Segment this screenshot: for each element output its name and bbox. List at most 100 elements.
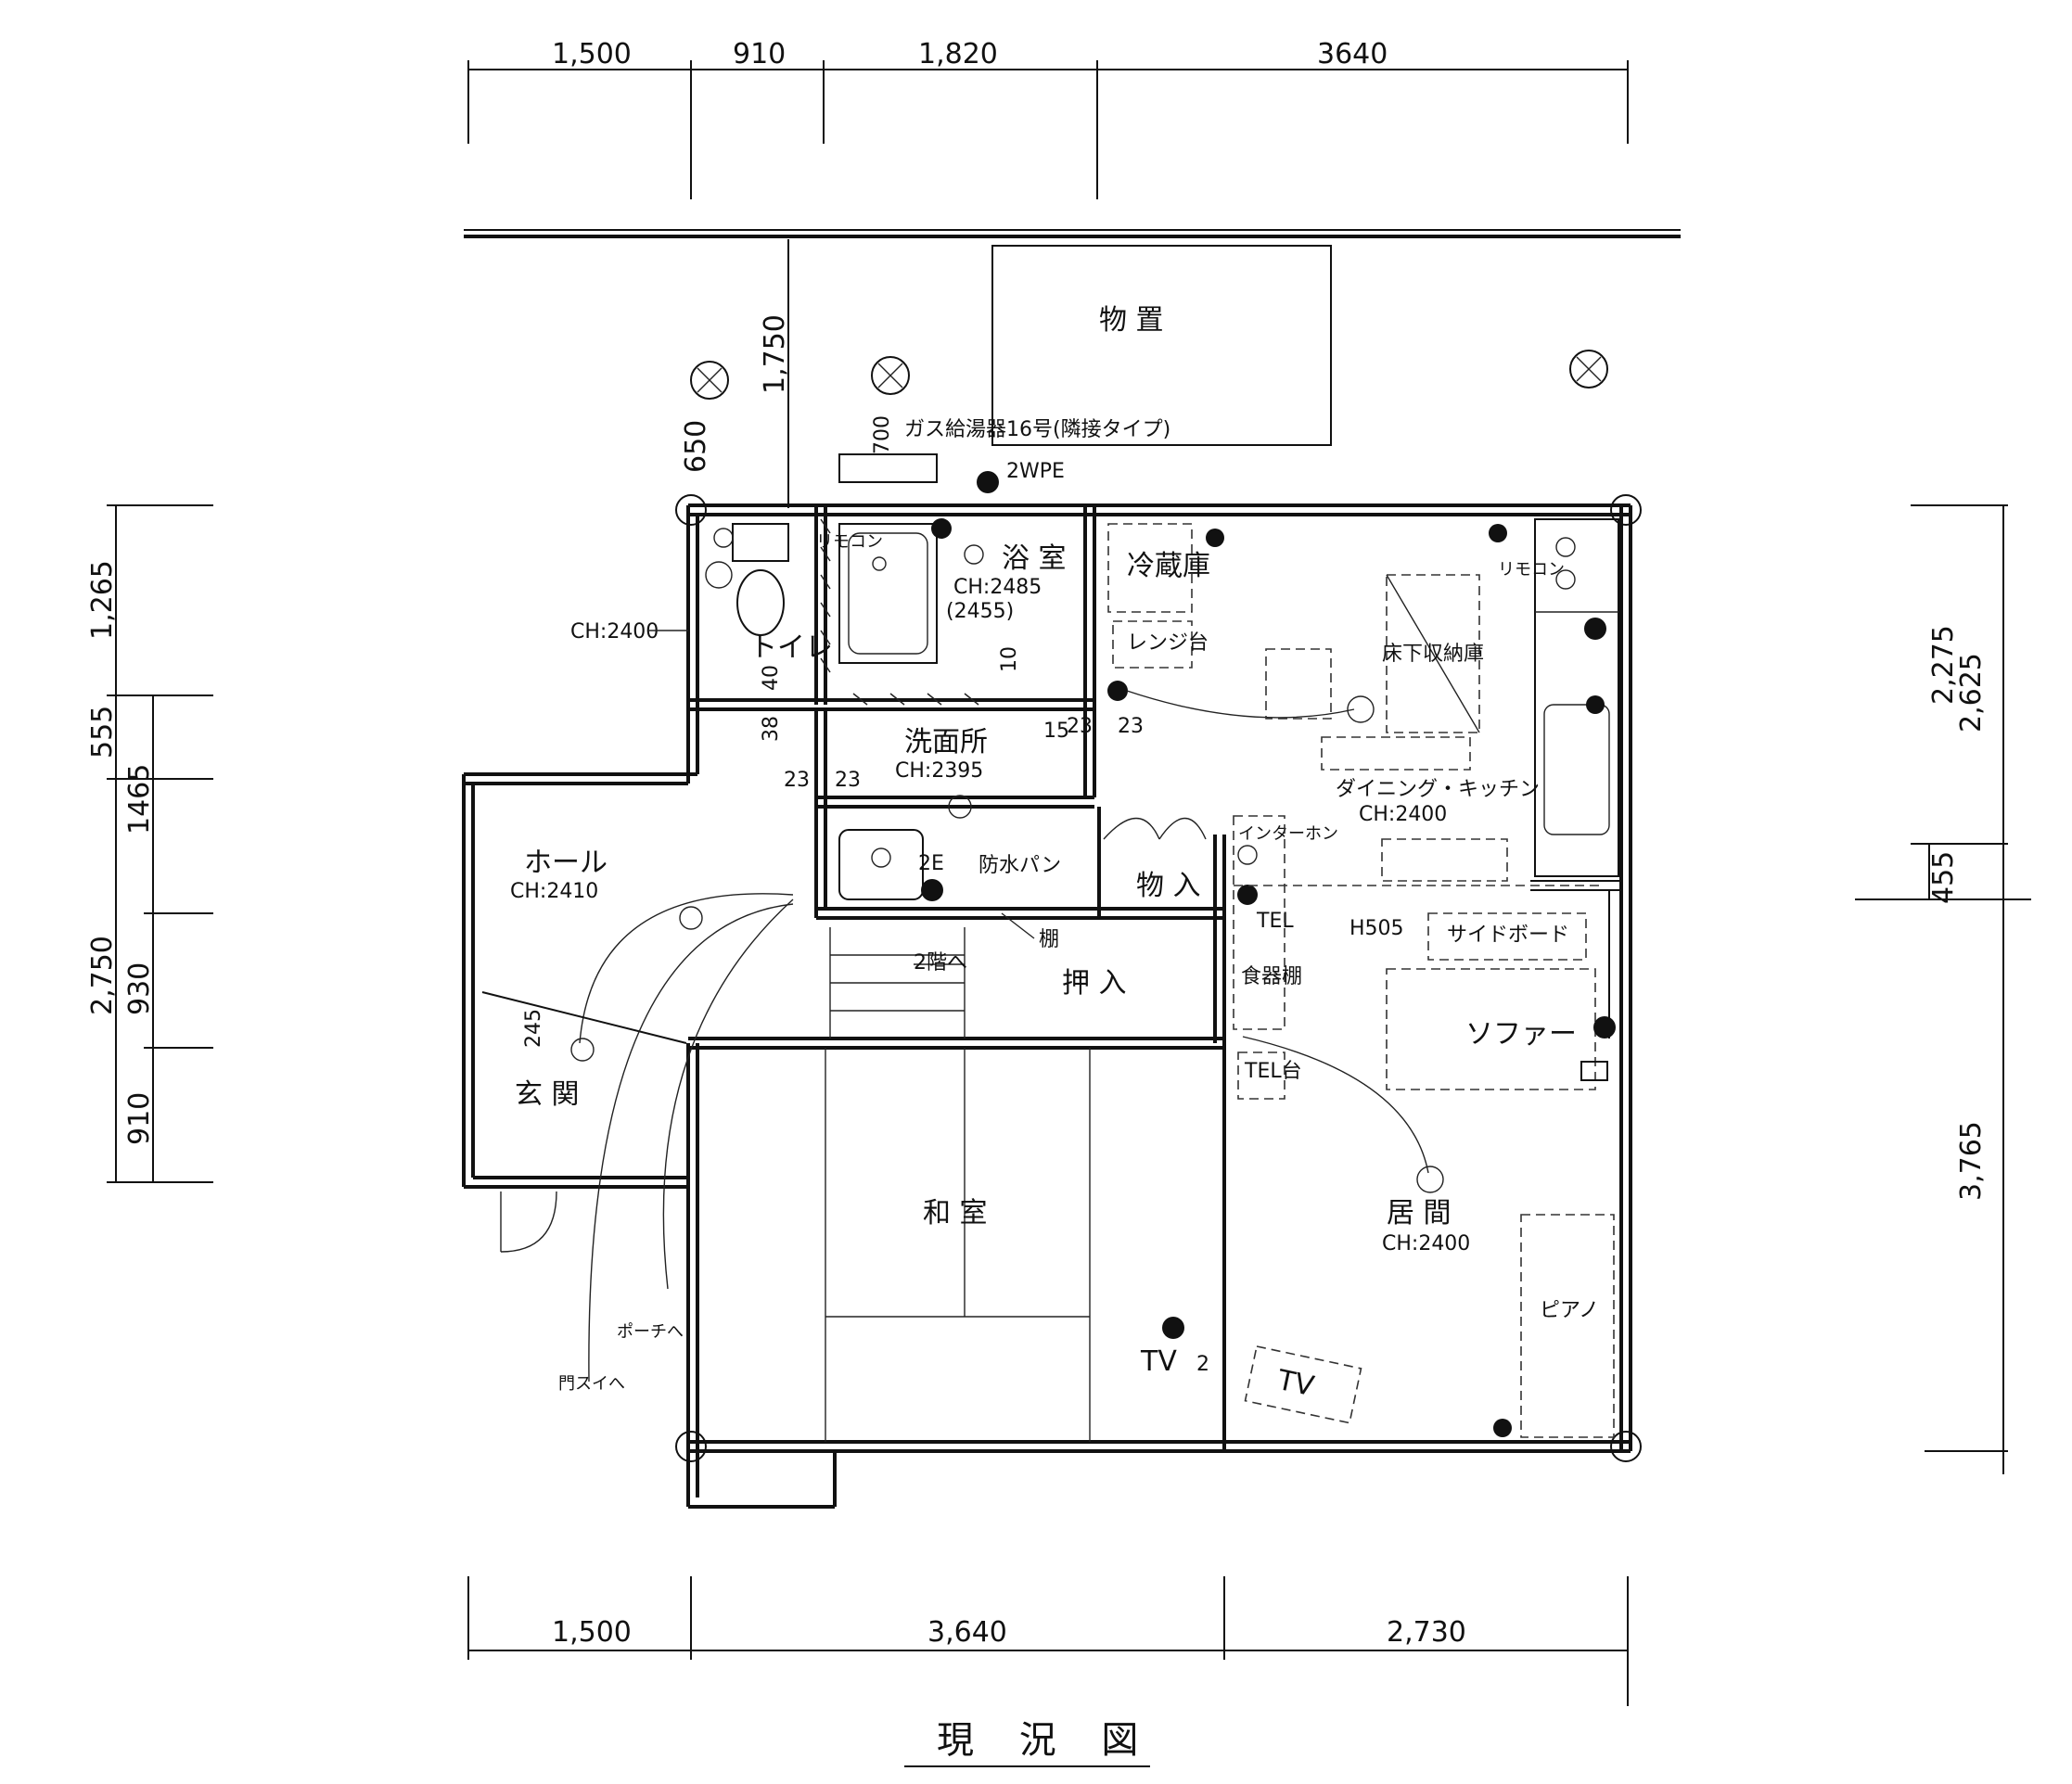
porch-wire bbox=[662, 898, 794, 1290]
dim-top-3: 1,820 bbox=[918, 38, 998, 70]
dim-right-2: 2,625 bbox=[1955, 653, 1988, 733]
dining-ch: CH:2400 bbox=[1359, 803, 1447, 826]
dim-23a: 23 bbox=[784, 769, 810, 792]
tel-stand-label: TEL台 bbox=[1244, 1060, 1302, 1083]
corner-column bbox=[675, 1431, 707, 1462]
cupboard bbox=[1233, 815, 1285, 1030]
dim-left-inner-2: 930 bbox=[123, 962, 156, 1015]
floor-storage-label: 床下収納庫 bbox=[1382, 643, 1484, 666]
dining-label: ダイニング・キッチン bbox=[1336, 778, 1540, 801]
dim-right-4: 3,765 bbox=[1955, 1121, 1988, 1201]
closet-label-1: 物 入 bbox=[1136, 870, 1201, 902]
left-dimension-line: 1,265 555 2,750 910 1465 930 bbox=[86, 504, 213, 1183]
dim-left-1: 1,265 bbox=[86, 560, 119, 640]
storage-label: 物 置 bbox=[1099, 304, 1164, 337]
dim-top-4: 3640 bbox=[1317, 38, 1388, 70]
dim-10: 10 bbox=[998, 646, 1021, 672]
fridge bbox=[1107, 523, 1193, 613]
dining-table bbox=[1321, 736, 1471, 771]
tatami-mats bbox=[825, 1048, 1091, 1442]
entrance-door bbox=[500, 1191, 557, 1253]
exterior-walls bbox=[462, 503, 1632, 1509]
dim-23c: 23 bbox=[1067, 715, 1093, 738]
sideboard bbox=[1427, 912, 1587, 961]
ventilation-marker-2 bbox=[871, 356, 910, 395]
dim-245: 245 bbox=[522, 1009, 545, 1048]
dim-right-3: 455 bbox=[1927, 851, 1960, 904]
hall-outlet bbox=[679, 906, 703, 930]
h505-label: H505 bbox=[1349, 917, 1404, 940]
dim-bottom-1: 1,500 bbox=[552, 1616, 632, 1649]
dim-40: 40 bbox=[760, 665, 783, 691]
tv-label: TV bbox=[1273, 1364, 1317, 1404]
living-light bbox=[1416, 1166, 1444, 1193]
tatami-label: 和 室 bbox=[923, 1197, 988, 1230]
dim-23d: 23 bbox=[1118, 715, 1144, 738]
bath-label: 浴 室 bbox=[1002, 542, 1067, 575]
dim-left-3: 2,750 bbox=[86, 936, 119, 1015]
wpe-outlet-label: 2WPE bbox=[1006, 460, 1065, 483]
closet-label-2: 押 入 bbox=[1062, 967, 1127, 1000]
washroom-label: 洗面所 bbox=[904, 726, 988, 758]
dim-bottom-2: 3,640 bbox=[927, 1616, 1007, 1649]
bath-wall-hatch bbox=[820, 518, 979, 706]
water-heater-label: ガス給湯器16号(隣接タイプ) bbox=[904, 418, 1170, 441]
dim-left-4: 910 bbox=[123, 1092, 156, 1145]
drawing-title: 現 況 図 bbox=[937, 1719, 1155, 1762]
remote-label-2: リモコン bbox=[1498, 560, 1565, 580]
fridge-label: 冷蔵庫 bbox=[1127, 550, 1210, 582]
washing-pan-label: 防水パン bbox=[978, 854, 1061, 877]
dim-bottom-3: 2,730 bbox=[1387, 1616, 1466, 1649]
dim-left-inner-1: 1465 bbox=[123, 764, 156, 835]
living-light-wire bbox=[1242, 1036, 1429, 1174]
dim-700: 700 bbox=[871, 415, 894, 454]
dim-left-2: 555 bbox=[86, 706, 119, 758]
washbasin bbox=[838, 829, 924, 900]
washroom-ch: CH:2395 bbox=[895, 759, 983, 783]
water-heater bbox=[838, 453, 938, 483]
interphone-label: インターホン bbox=[1238, 824, 1338, 844]
ch-label-left: CH:2400 bbox=[570, 620, 659, 644]
stairs bbox=[829, 927, 966, 1039]
ventilation-marker-1 bbox=[690, 361, 729, 400]
floor-storage bbox=[1386, 574, 1480, 733]
dim-38: 38 bbox=[760, 716, 783, 742]
dining-chair bbox=[1265, 648, 1332, 720]
dim-23b: 23 bbox=[835, 769, 861, 792]
corner-column bbox=[1610, 494, 1642, 526]
tel-stand bbox=[1237, 1051, 1285, 1100]
gate-label: 門スイへ bbox=[558, 1374, 625, 1394]
entrance-step bbox=[481, 991, 687, 1044]
kitchen-light-wire bbox=[1126, 690, 1355, 719]
sideboard-label: サイドボード bbox=[1447, 924, 1569, 947]
entrance-label: 玄 関 bbox=[515, 1078, 580, 1111]
shelf-label: 棚 bbox=[1039, 928, 1059, 951]
hall-label: ホール bbox=[524, 847, 608, 879]
dim-1750: 1,750 bbox=[759, 314, 791, 394]
corner-column bbox=[1610, 1431, 1642, 1462]
gate-wire bbox=[588, 903, 794, 1383]
piano-label: ピアノ bbox=[1540, 1299, 1599, 1322]
range-stand bbox=[1112, 620, 1193, 669]
top-dimension-line: 1,500 910 1,820 3640 bbox=[467, 38, 1629, 199]
piano bbox=[1520, 1214, 1615, 1438]
kitchen-counter bbox=[1534, 518, 1619, 877]
bathtub bbox=[838, 523, 938, 664]
dim-650: 650 bbox=[680, 420, 712, 473]
toilet-fixture bbox=[705, 523, 789, 636]
right-dimension-line: 2,275 2,625 455 3,765 bbox=[1855, 504, 2031, 1474]
counter-box bbox=[1381, 838, 1508, 882]
bath-ch: CH:2485 bbox=[953, 576, 1042, 599]
hall-light-wire bbox=[579, 893, 794, 1044]
outlet-2e-label: 2E bbox=[918, 852, 944, 875]
hall-ch: CH:2410 bbox=[510, 880, 598, 903]
stairs-label: 2階へ bbox=[914, 951, 967, 975]
porch-label: ポーチへ bbox=[617, 1322, 684, 1342]
living-ch: CH:2400 bbox=[1382, 1232, 1470, 1255]
dim-top-1: 1,500 bbox=[552, 38, 632, 70]
dim-right-1: 2,275 bbox=[1927, 625, 1960, 705]
interior-walls bbox=[688, 505, 1623, 1451]
tel-label: TEL bbox=[1256, 910, 1294, 933]
bottom-dimension-line: 1,500 3,640 2,730 bbox=[467, 1576, 1629, 1706]
tv-outlet-count: 2 bbox=[1196, 1353, 1209, 1376]
